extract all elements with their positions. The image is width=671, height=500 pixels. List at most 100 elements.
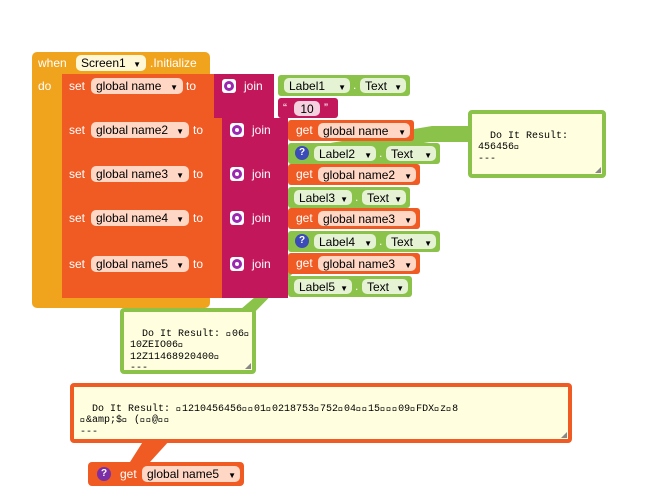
triangle-down-icon: ▼ xyxy=(396,284,404,293)
text-field[interactable]: 10 xyxy=(294,101,320,116)
question-icon[interactable]: ? xyxy=(97,467,111,481)
do-it-result-bubble-2[interactable]: Do It Result:  06  10ZEIO06  12Z11468920… xyxy=(120,308,256,374)
set-block-5[interactable]: set global name5 ▼ to xyxy=(62,250,222,298)
join-label: join xyxy=(252,167,271,181)
component-dropdown[interactable]: Label5 ▼ xyxy=(294,279,352,294)
component-block-1[interactable]: Label1 ▼ . Text ▼ xyxy=(278,75,410,96)
standalone-get-block[interactable]: ? get global name5 ▼ xyxy=(88,462,244,486)
component-dropdown[interactable]: Label3 ▼ xyxy=(294,190,352,205)
triangle-down-icon: ▼ xyxy=(176,215,184,224)
text-block-1[interactable]: “ 10 ” xyxy=(278,98,338,118)
triangle-down-icon: ▼ xyxy=(228,471,236,480)
variable-dropdown[interactable]: global name3 ▼ xyxy=(91,166,189,182)
dot-label: . xyxy=(355,279,359,293)
gear-icon[interactable] xyxy=(230,211,244,225)
gear-icon[interactable] xyxy=(230,167,244,181)
triangle-down-icon: ▼ xyxy=(404,172,412,181)
property-dropdown[interactable]: Text ▼ xyxy=(386,234,436,249)
set-block-1[interactable]: set global name ▼ to xyxy=(62,74,222,118)
variable-dropdown[interactable]: global name4 ▼ xyxy=(91,210,189,226)
get-block-4[interactable]: get global name3 ▼ xyxy=(288,208,420,229)
property-dropdown[interactable]: Text ▼ xyxy=(362,190,406,205)
gear-icon[interactable] xyxy=(230,123,244,137)
triangle-down-icon: ▼ xyxy=(133,60,141,69)
triangle-down-icon: ▼ xyxy=(176,171,184,180)
question-icon[interactable]: ? xyxy=(295,234,309,248)
triangle-down-icon: ▼ xyxy=(394,83,402,92)
do-it-result-text: Do It Result:  06  10ZEIO06  12Z11468920… xyxy=(130,328,251,374)
get-label: get xyxy=(120,467,137,481)
component-dropdown[interactable]: Screen1 ▼ xyxy=(76,55,146,71)
resize-handle-icon[interactable] xyxy=(595,167,601,173)
get-label: get xyxy=(296,123,313,137)
set-label: set xyxy=(69,257,86,271)
component-dropdown[interactable]: Label2 ▼ xyxy=(314,146,376,161)
component-block-5[interactable]: Label5 ▼ . Text ▼ xyxy=(288,276,412,297)
variable-dropdown[interactable]: global name2 ▼ xyxy=(91,122,189,138)
to-label: to xyxy=(186,79,197,93)
dot-label: . xyxy=(355,190,359,204)
join-label: join xyxy=(252,211,271,225)
dot-label: . xyxy=(379,234,383,248)
property-dropdown[interactable]: Text ▼ xyxy=(386,146,436,161)
component-block-3[interactable]: Label3 ▼ . Text ▼ xyxy=(288,187,410,208)
set-label: set xyxy=(69,123,86,137)
join-label: join xyxy=(252,123,271,137)
property-dropdown[interactable]: Text ▼ xyxy=(362,279,408,294)
variable-dropdown[interactable]: global name3 ▼ xyxy=(318,211,416,226)
component-dropdown[interactable]: Label4 ▼ xyxy=(314,234,376,249)
variable-dropdown[interactable]: global name ▼ xyxy=(91,78,183,94)
do-it-result-bubble-3[interactable]: Do It Result:  1210456456  01 0218753 75… xyxy=(70,383,572,443)
variable-dropdown[interactable]: global name3 ▼ xyxy=(318,256,416,271)
property-dropdown[interactable]: Text ▼ xyxy=(360,78,406,93)
triangle-down-icon: ▼ xyxy=(404,216,412,225)
triangle-down-icon: ▼ xyxy=(404,261,412,270)
do-it-result-text: Do It Result:  1210456456  01 0218753 75… xyxy=(80,403,459,438)
get-label: get xyxy=(296,211,313,225)
join-block-4[interactable]: join xyxy=(222,206,288,250)
variable-dropdown[interactable]: global name5 ▼ xyxy=(142,466,240,482)
triangle-down-icon: ▼ xyxy=(176,127,184,136)
close-quote-label: ” xyxy=(324,101,328,115)
triangle-down-icon: ▼ xyxy=(394,195,402,204)
component-dropdown[interactable]: Label1 ▼ xyxy=(284,78,350,93)
set-label: set xyxy=(69,79,86,93)
question-icon[interactable]: ? xyxy=(295,146,309,160)
set-label: set xyxy=(69,211,86,225)
component-block-2[interactable]: ? Label2 ▼ . Text ▼ xyxy=(288,143,440,164)
get-block-2[interactable]: get global name ▼ xyxy=(288,120,414,141)
open-quote-label: “ xyxy=(283,101,287,115)
do-label: do xyxy=(38,79,52,93)
set-label: set xyxy=(69,167,86,181)
get-label: get xyxy=(296,167,313,181)
join-block-5[interactable]: join xyxy=(222,250,288,298)
join-label: join xyxy=(244,79,263,93)
set-block-4[interactable]: set global name4 ▼ to xyxy=(62,206,222,250)
triangle-down-icon: ▼ xyxy=(398,128,406,137)
variable-dropdown[interactable]: global name ▼ xyxy=(318,123,410,138)
resize-handle-icon[interactable] xyxy=(561,432,567,438)
do-it-result-bubble-1[interactable]: Do It Result: 456456  --- xyxy=(468,110,606,178)
get-block-5[interactable]: get global name3 ▼ xyxy=(288,253,420,274)
join-label: join xyxy=(252,257,271,271)
resize-handle-icon[interactable] xyxy=(245,363,251,369)
triangle-down-icon: ▼ xyxy=(424,239,432,248)
when-label: when xyxy=(38,56,67,70)
set-block-3[interactable]: set global name3 ▼ to xyxy=(62,162,222,206)
join-block-3[interactable]: join xyxy=(222,162,288,206)
gear-icon[interactable] xyxy=(230,257,244,271)
variable-dropdown[interactable]: global name5 ▼ xyxy=(91,256,189,272)
do-it-result-text: Do It Result: 456456  --- xyxy=(478,130,569,165)
join-block-1[interactable]: join xyxy=(214,74,274,118)
get-block-3[interactable]: get global name2 ▼ xyxy=(288,164,420,185)
get-label: get xyxy=(296,256,313,270)
triangle-down-icon: ▼ xyxy=(338,83,346,92)
set-block-2[interactable]: set global name2 ▼ to xyxy=(62,118,222,162)
variable-dropdown[interactable]: global name2 ▼ xyxy=(318,167,416,182)
component-block-4[interactable]: ? Label4 ▼ . Text ▼ xyxy=(288,231,440,252)
join-block-2[interactable]: join xyxy=(222,118,288,162)
dot-label: . xyxy=(379,146,383,160)
triangle-down-icon: ▼ xyxy=(176,261,184,270)
triangle-down-icon: ▼ xyxy=(364,239,372,248)
gear-icon[interactable] xyxy=(222,79,236,93)
